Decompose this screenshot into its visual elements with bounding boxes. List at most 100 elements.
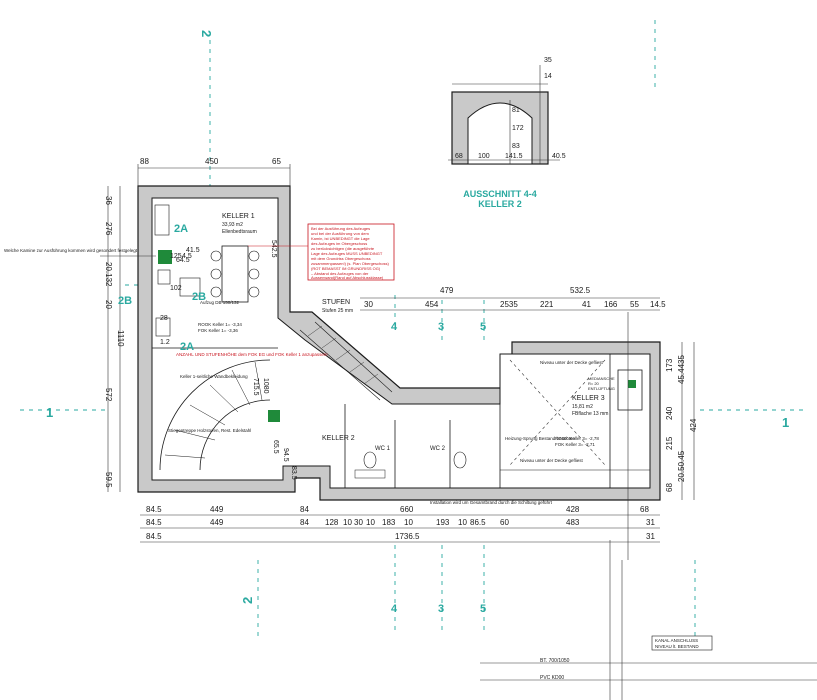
dim-b2-12: 60 [500, 518, 509, 527]
anzahl-note: ANZAHL UND STUFENHÖHE dem FOK EG und FOK… [176, 351, 328, 357]
cut-2b-right: 2B [192, 291, 206, 303]
legend: KANAL ANSCHLUSS NIVEAU lt. BESTAND BT. 7… [480, 635, 817, 681]
cut-1-left: 1 [46, 405, 53, 420]
keller3-sub: FBflache 13 mm [572, 411, 608, 417]
dim-inner-3: 65.5 [272, 440, 279, 454]
dim-top-1: 450 [205, 157, 219, 166]
dim-top-right2-0: 30 [364, 300, 373, 309]
red-note-5: Lage des Aufzuges MUSS UNBEDINGT [311, 251, 383, 256]
red-note-box [307, 223, 395, 281]
dim-inner-12: 4.5 [182, 253, 192, 260]
cut-2a-bottom: 2A [180, 341, 194, 353]
keller1-area: 33,93 m2 [222, 222, 243, 228]
detail-dim-1: 100 [478, 153, 490, 160]
dim-b2-11: 86.5 [470, 518, 486, 527]
dim-b1-1: 449 [210, 505, 224, 514]
dim-b2-10: 10 [458, 518, 467, 527]
dim-inner-5: 83.5 [290, 466, 297, 480]
dim-inner-2: 1080 [262, 378, 269, 394]
keller1-wall-note: Keller 1-seitliche Wandbekleidung [180, 374, 248, 379]
legend-bt: BT. 700/1050 [540, 658, 570, 664]
dim-b3-0: 84.5 [146, 532, 162, 541]
dim-top-right2-6: 55 [630, 300, 639, 309]
wc-fixtures [354, 451, 467, 479]
dim-b2-0: 84.5 [146, 518, 162, 527]
dim-left-4: 1110 [116, 330, 125, 347]
fok3-label: FOK Keller 3= -2,71 [555, 442, 595, 447]
red-note-0: Bei der Ausführung des Aufzuges [311, 226, 370, 231]
red-note-4: zu berücksichtigen (die ausgeführte [311, 246, 375, 251]
dim-top-right1-0: 479 [440, 286, 454, 295]
detail-dim-6: 81 [512, 107, 520, 114]
keller2-title: KELLER 2 [322, 435, 355, 442]
wc2-label: WC 2 [430, 446, 446, 452]
cut-3-bottom: 3 [438, 603, 444, 615]
detail-dim-7: 172 [512, 125, 524, 132]
cut-2-top: 2 [199, 30, 214, 37]
dim-right-3: 424 [689, 418, 698, 432]
dim-left-6: 59.5 [104, 472, 113, 488]
dim-inner: 542.5 715.5 1080 65.5 94.5 83.5 125 102 … [160, 240, 297, 480]
dim-inner-1: 715.5 [252, 378, 259, 396]
red-note-2: Kamin, ist UNBEDINGT die Lage [311, 236, 370, 241]
red-note-10: Aussenwand(Rand auf Abschlussklasse) [311, 275, 384, 280]
dim-right-1: 45.4435 [677, 355, 686, 384]
no-decke-note-1: Niveau unter der Decke gefliest [540, 360, 604, 365]
detail-subtitle: KELLER 2 [478, 199, 522, 209]
dim-left-5: 572 [104, 388, 113, 402]
detail-dim-8: 83 [512, 143, 520, 150]
walls [137, 185, 661, 501]
dim-top-0: 88 [140, 157, 149, 166]
dim-b1-0: 84.5 [146, 505, 162, 514]
dim-top-right2-3: 221 [540, 300, 554, 309]
dim-b2-13: 483 [566, 518, 580, 527]
dim-b2-7: 183 [382, 518, 396, 527]
cut-4-top: 4 [391, 321, 398, 333]
dim-b2-8: 10 [404, 518, 413, 527]
cut-2-bottom: 2 [240, 597, 255, 604]
detail-dim-4: 35 [544, 57, 552, 64]
dim-b3-2: 31 [646, 532, 655, 541]
cut-2a-top: 2A [174, 223, 188, 235]
dim-b2-1: 449 [210, 518, 224, 527]
cut-5-bottom: 5 [480, 603, 486, 615]
no-decke-note-2: Niveau unter der Decke gefliest [520, 458, 584, 463]
dim-b3-1: 1736.5 [395, 532, 420, 541]
left-note: Welche Kamine zur Ausführung kommen wird… [4, 248, 138, 253]
keller1-use: Ellenbedtsraum [222, 229, 257, 235]
red-note-8: (ROT BEMASST IM GRUNDRISS OG) [311, 266, 381, 271]
medien-1: R= 20 [588, 381, 600, 386]
dim-top-right2-4: 41 [582, 300, 591, 309]
cut-2b-left: 2B [118, 295, 132, 307]
fixtures-left [154, 204, 280, 422]
red-note-lines: Bei der Ausführung des Aufzuges und bei … [311, 226, 389, 280]
red-note-6: mit dem Grundriss Obergeschoss [311, 256, 371, 261]
dim-inner-10: 28 [160, 315, 168, 322]
dim-right-5: 20.50.45 [677, 450, 686, 482]
medien-0: MEDIANSCHE [588, 376, 615, 381]
dim-top-right2-2: 2535 [500, 300, 518, 309]
dim-bottom: 84.5 449 84 660 428 68 84.5 449 84 128 1… [146, 505, 655, 541]
dim-inner-9: 64.5 [176, 257, 190, 264]
wc1-label: WC 1 [375, 446, 391, 452]
legend-pvc: PVC KD00 [540, 675, 564, 681]
dim-b2-2: 84 [300, 518, 309, 527]
dim-inner-7: 102 [170, 285, 182, 292]
dim-top-right2-7: 14.5 [650, 300, 666, 309]
dim-top-right1-1: 532.5 [570, 286, 591, 295]
dim-left-2: 20.132 [104, 262, 113, 287]
dim-inner-8: 41.5 [186, 247, 200, 254]
dim-b1-5: 68 [640, 505, 649, 514]
red-note-3: des Aufzuges im Obergeschoss [311, 241, 367, 246]
straight-stair [299, 321, 393, 401]
red-note-1: und bei der Ausführung von dem [311, 231, 369, 236]
dim-right-4: 215 [665, 436, 674, 450]
installation-note: Installation wird um Gesamtbrand durch d… [430, 500, 553, 505]
medien-2: ENTLÜFTUNG [588, 386, 615, 391]
keller1-title: KELLER 1 [222, 213, 255, 220]
dim-b2-3: 128 [325, 518, 339, 527]
dim-right: 173 45.4435 240 424 215 20.50.45 68 [665, 355, 698, 492]
dim-inner-0: 542.5 [270, 240, 277, 258]
red-note-9: – Abstand des Aufzuges von der [311, 271, 369, 276]
